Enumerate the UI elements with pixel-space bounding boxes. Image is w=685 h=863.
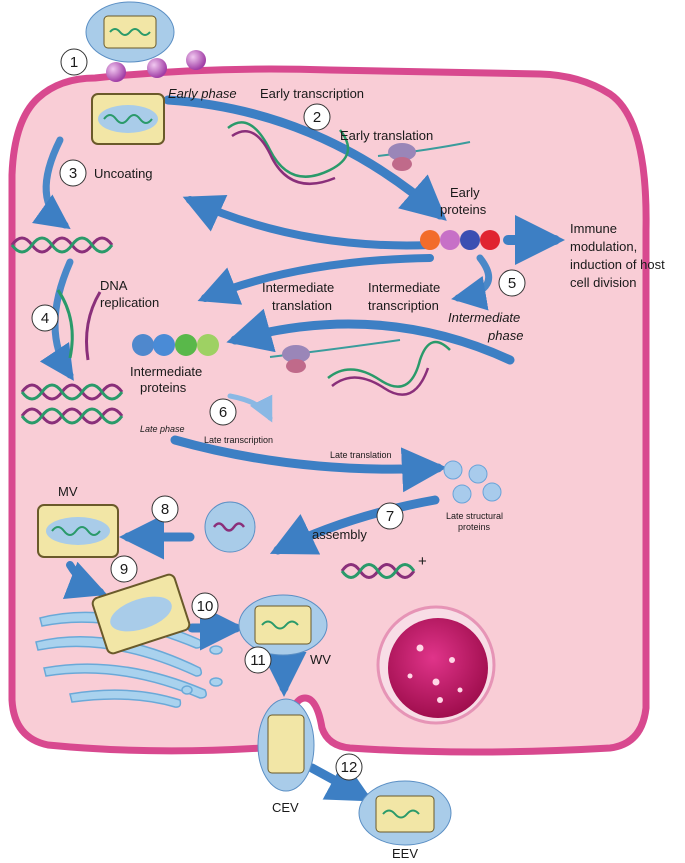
step-12-number: 12 — [341, 759, 358, 776]
step-10-marker — [191, 592, 219, 620]
late-structural-proteins-icon — [443, 460, 502, 504]
label-immune-line3: induction of host — [570, 257, 665, 272]
step-10-number: 10 — [197, 598, 214, 615]
label-int-transcription-line1: Intermediate — [368, 280, 440, 295]
label-dna-line1: DNA — [100, 278, 128, 293]
diagram-labels: Early phase Early transcription Early tr… — [58, 86, 665, 861]
ribosome-icon — [282, 143, 416, 373]
step-1-number: 1 — [70, 54, 78, 71]
arrow-step-9 — [62, 561, 108, 600]
step-11-number: 11 — [250, 652, 266, 669]
label-uncoating: Uncoating — [94, 166, 153, 181]
virion-icon-wv — [238, 594, 328, 656]
label-dna-line2: replication — [100, 295, 159, 310]
dna-helix-icon — [10, 236, 416, 579]
step-5-marker — [498, 269, 526, 297]
label-early-translation: Early translation — [340, 128, 433, 143]
arrow-assembly — [269, 495, 440, 555]
label-late-translation: Late translation — [330, 450, 392, 460]
step-7-number: 7 — [386, 508, 394, 525]
label-eev: EEV — [392, 846, 418, 861]
label-late-structural-line1: Late structural — [446, 511, 503, 521]
label-late-transcription: Late transcription — [204, 435, 273, 445]
step-8-marker — [151, 495, 179, 523]
label-early-proteins-line2: proteins — [440, 202, 487, 217]
label-int-transcription-line2: transcription — [368, 298, 439, 313]
label-cev: CEV — [272, 800, 299, 815]
label-wv: WV — [310, 652, 331, 667]
step-2-number: 2 — [313, 109, 321, 126]
step-markers — [31, 48, 526, 781]
label-early-phase: Early phase — [168, 86, 237, 101]
step-6-marker — [209, 398, 237, 426]
step-4-number: 4 — [41, 310, 49, 327]
virion-icon-cev — [257, 698, 315, 792]
arrow-step-12 — [307, 759, 373, 802]
arrow-proteins-to-dna — [197, 254, 434, 305]
arrow-intermediate-transcription — [226, 308, 515, 365]
arrow-late-transcription — [227, 393, 273, 423]
pathway-arrows — [32, 95, 565, 802]
label-immune-line4: cell division — [570, 275, 636, 290]
step-8-number: 8 — [161, 501, 169, 518]
arrow-early-transcription — [163, 95, 447, 221]
label-int-proteins-line2: proteins — [140, 380, 187, 395]
step-3-marker — [59, 159, 87, 187]
step-numbers: 1 2 3 4 5 6 7 8 9 10 11 12 — [41, 54, 516, 776]
step-9-number: 9 — [120, 561, 128, 578]
early-genome-dna-icon — [227, 121, 451, 396]
virion-icon-immature — [204, 501, 256, 553]
label-int-proteins-line1: Intermediate — [130, 364, 202, 379]
step-7-marker — [376, 502, 404, 530]
label-immune-line1: Immune — [570, 221, 617, 236]
label-int-translation-line2: translation — [272, 298, 332, 313]
label-assembly: assembly — [312, 527, 367, 542]
label-late-phase: Late phase — [140, 424, 185, 434]
label-immune-line2: modulation, — [570, 239, 637, 254]
label-late-structural-line2: proteins — [458, 522, 491, 532]
label-int-phase-line1: Intermediate — [448, 310, 520, 325]
virion-icon-mv — [37, 504, 119, 558]
label-plus: + — [418, 553, 427, 570]
virion-icon-golgi — [91, 573, 191, 655]
arrow-intermediate-phase — [451, 254, 493, 311]
label-early-transcription: Early transcription — [260, 86, 364, 101]
step-12-marker — [335, 753, 363, 781]
virion-icon-entering — [85, 1, 175, 63]
step-3-number: 3 — [69, 165, 77, 182]
label-int-phase-line2: phase — [487, 328, 523, 343]
arrow-proteins-to-uncoating — [182, 195, 434, 250]
early-proteins-beads — [420, 230, 500, 250]
intermediate-proteins-beads — [132, 334, 219, 356]
step-5-number: 5 — [508, 275, 516, 292]
arrow-late-translation — [170, 435, 447, 493]
virion-icon-uncoating — [91, 93, 165, 145]
label-mv: MV — [58, 484, 78, 499]
label-early-proteins-line1: Early — [450, 185, 480, 200]
nucleus-icon — [376, 605, 496, 725]
step-2-marker — [303, 103, 331, 131]
membrane-receptors — [106, 50, 206, 82]
step-1-marker — [60, 48, 88, 76]
step-9-marker — [110, 555, 138, 583]
step-11-marker — [244, 646, 272, 674]
arrow-uncoating — [32, 136, 71, 230]
virion-icon-eev — [358, 780, 452, 846]
label-int-translation-line1: Intermediate — [262, 280, 334, 295]
step-6-number: 6 — [219, 404, 227, 421]
step-4-marker — [31, 304, 59, 332]
